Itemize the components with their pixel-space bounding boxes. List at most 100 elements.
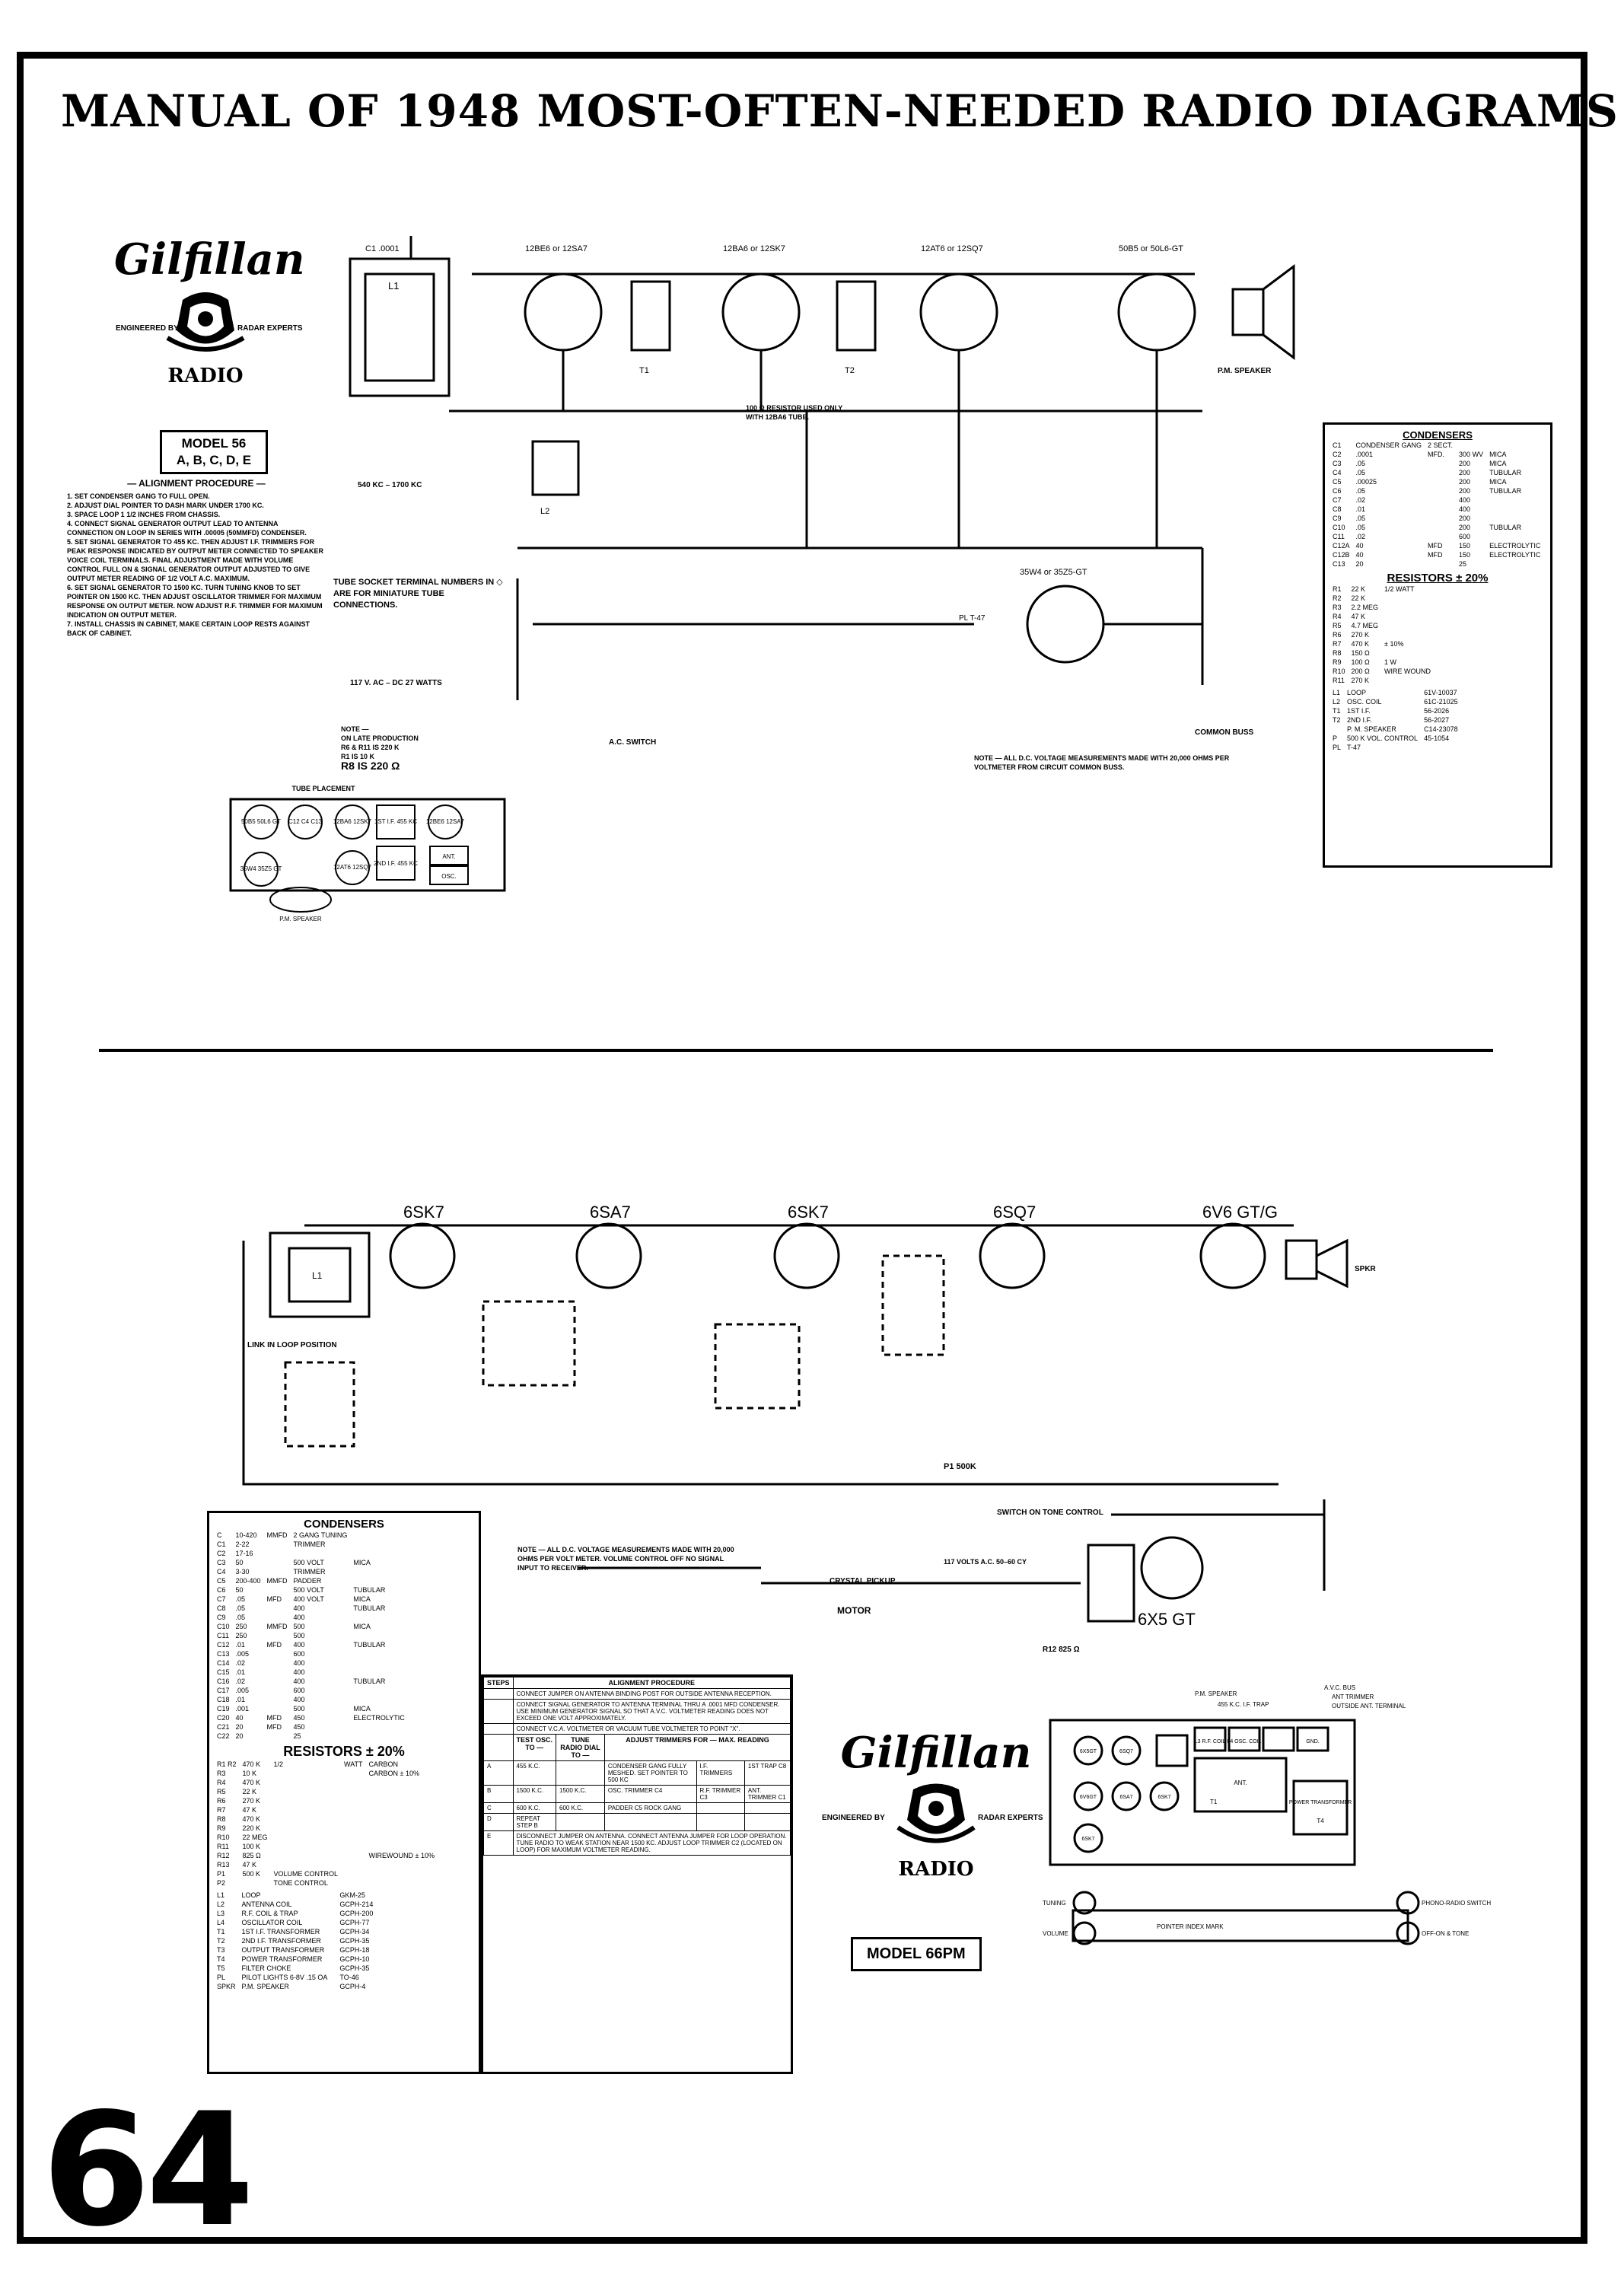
table-cell: C14-23078 <box>1424 725 1458 733</box>
table-cell: 500 K <box>242 1870 261 1878</box>
alignment-cell: A <box>483 1760 514 1786</box>
table-cell: C3 <box>217 1559 226 1566</box>
table-cell: GCPH-35 <box>339 1964 370 1972</box>
table-cell <box>271 1842 342 1851</box>
table-cell: .0001 <box>1355 451 1374 458</box>
table-cell: 2.2 MEG <box>1351 604 1379 611</box>
alignment-cell: TEST OSC. TO — <box>512 1734 557 1761</box>
table-cell: LOOP <box>1347 689 1367 696</box>
table-cell: MICA <box>1489 451 1507 458</box>
table-cell: R9 <box>217 1824 226 1832</box>
tagline-right: RADAR EXPERTS <box>978 1814 1043 1822</box>
table-cell: 40 <box>1355 551 1364 559</box>
alignment-cell <box>696 1802 745 1814</box>
table-cell: .05 <box>235 1604 246 1612</box>
table-cell: 270 K <box>1351 677 1370 684</box>
table-cell: 400 <box>1459 505 1471 513</box>
tube-label: 2ND I.F. 455 KC <box>374 860 418 867</box>
table-cell <box>264 1668 291 1677</box>
alignment-cell: CONDENSER GANG FULLY MESHED. SET POINTER… <box>603 1760 697 1786</box>
table-cell <box>330 1891 336 1900</box>
chassis-label: L4 OSC. COIL <box>1227 1739 1261 1744</box>
alignment-cell: ALIGNMENT PROCEDURE <box>512 1677 791 1689</box>
table-cell: MFD. <box>1428 451 1445 458</box>
table-cell <box>350 1549 407 1558</box>
table-cell: .01 <box>235 1641 246 1649</box>
table-cell: C14 <box>217 1659 230 1667</box>
tube-6sq7-label: 6SQ7 <box>993 1203 1036 1222</box>
dc-voltage-note: NOTE — ALL D.C. VOLTAGE MEASUREMENTS MAD… <box>974 754 1230 771</box>
table-cell: 470 K <box>242 1779 261 1786</box>
tube-6v6-label: 6V6 GT/G <box>1202 1203 1278 1222</box>
osc-coil-label: L2 <box>540 507 549 516</box>
model-56-line2: A, B, C, D, E <box>176 453 252 467</box>
table-cell: ELECTROLYTIC <box>1489 551 1541 559</box>
production-note-line: ON LATE PRODUCTION <box>341 734 419 742</box>
tube-6sk7b-label: 6SK7 <box>788 1203 829 1222</box>
table-cell: 25 <box>1459 560 1467 568</box>
table-cell <box>366 1787 438 1796</box>
table-cell: 500 <box>293 1632 305 1639</box>
chassis-label: 455 K.C. I.F. TRAP <box>1218 1701 1269 1708</box>
table-cell <box>1381 612 1434 621</box>
speaker-label: P.M. SPEAKER <box>279 916 322 922</box>
range-label: 540 KC – 1700 KC <box>358 481 422 489</box>
table-cell: P.M. SPEAKER <box>241 1983 289 1990</box>
link-label: LINK IN LOOP POSITION <box>247 1341 337 1349</box>
table-cell: R11 <box>1333 677 1345 684</box>
table-cell: R13 <box>217 1861 230 1869</box>
table-cell <box>341 1769 366 1778</box>
tube-label: ANT. <box>442 853 455 860</box>
table-cell: R5 <box>217 1788 226 1795</box>
table-cell <box>350 1732 407 1741</box>
table-cell: C2 <box>1333 451 1342 458</box>
table-cell: 500 VOLT <box>293 1559 324 1566</box>
table-cell: 825 Ω <box>242 1852 261 1859</box>
table-cell <box>330 1927 336 1936</box>
condensers-title: CONDENSERS <box>1403 429 1473 441</box>
table-cell: VOLUME CONTROL <box>273 1870 339 1878</box>
table-cell <box>366 1814 438 1824</box>
radio-label: RADIO <box>898 1858 974 1881</box>
tube-v1-label: 12BE6 or 12SA7 <box>525 244 588 253</box>
table-cell: SPKR <box>217 1983 236 1990</box>
production-note: NOTE — ON LATE PRODUCTION R6 & R11 IS 22… <box>341 725 508 771</box>
switch-label: SWITCH ON TONE CONTROL <box>997 1509 1103 1517</box>
table-cell: .005 <box>235 1650 250 1658</box>
table-cell: R4 <box>217 1779 226 1786</box>
table-cell: 1ST I.F. <box>1347 707 1371 715</box>
alignment-cell: PADDER C5 ROCK GANG <box>603 1802 697 1814</box>
table-cell: 400 <box>293 1641 305 1649</box>
table-cell: 47 K <box>242 1806 257 1814</box>
table-cell: POWER TRANSFORMER <box>241 1955 323 1963</box>
table-cell <box>366 1869 438 1878</box>
table-cell: 4.7 MEG <box>1351 622 1379 629</box>
table-cell: OSC. COIL <box>1347 698 1382 706</box>
table-cell: 150 <box>1459 551 1471 559</box>
table-cell <box>271 1814 342 1824</box>
table-cell: 22 K <box>242 1788 257 1795</box>
table-cell <box>291 1549 351 1558</box>
table-cell: 10-420 <box>235 1531 257 1539</box>
table-cell: 400 VOLT <box>293 1595 324 1603</box>
table-cell: GCPH-35 <box>339 1937 370 1945</box>
table-cell: 200 <box>1459 478 1471 486</box>
crest-icon: ENGINEERED BY RADAR EXPERTS <box>822 1783 1043 1843</box>
table-cell: C13 <box>217 1650 230 1658</box>
table-cell: C17 <box>217 1687 230 1694</box>
table-row: CONNECT SIGNAL GENERATOR TO ANTENNA TERM… <box>483 1699 791 1724</box>
table-cell <box>1425 532 1456 541</box>
tube-v4-label: 50B5 or 50L6-GT <box>1119 244 1183 253</box>
table-cell <box>330 1909 336 1918</box>
table-cell: .05 <box>1355 515 1366 522</box>
